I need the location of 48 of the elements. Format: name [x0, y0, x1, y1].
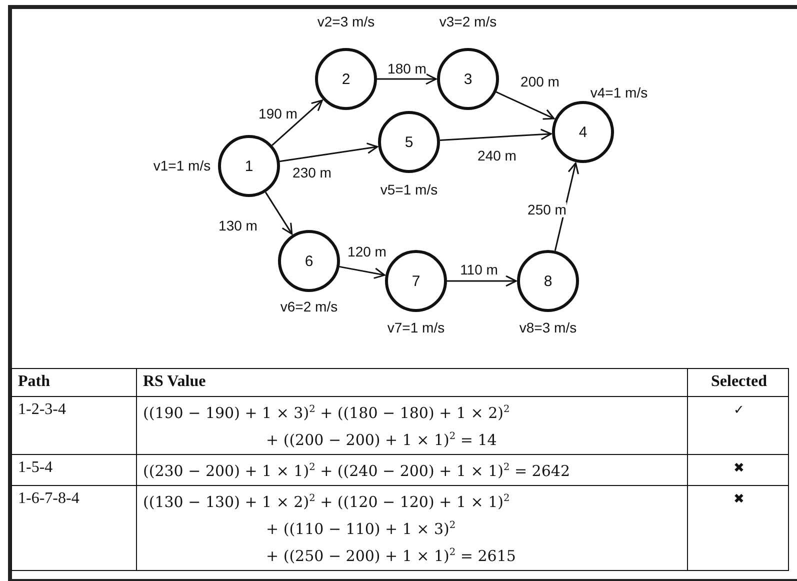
- edge-label: 250 m: [528, 202, 566, 218]
- edge-label: 190 m: [258, 106, 298, 122]
- arrow: [272, 100, 323, 146]
- speed-label: v8=3 m/s: [519, 320, 577, 336]
- speed-label: v2=3 m/s: [317, 14, 375, 30]
- arrow: [440, 128, 552, 141]
- column-header: RS Value: [143, 372, 206, 392]
- arrow: [339, 266, 386, 279]
- column-header: Path: [18, 372, 50, 392]
- arrow: [447, 275, 517, 287]
- speed-label: v4=1 m/s: [590, 85, 648, 101]
- speed-label: v6=2 m/s: [280, 299, 338, 315]
- arrow: [496, 91, 555, 120]
- edge-label: 110 m: [460, 262, 498, 278]
- selection-mark: ✓: [734, 401, 744, 419]
- node-circle: 1: [218, 135, 280, 197]
- speed-label: v5=1 m/s: [380, 182, 438, 198]
- path-label: 1-2-3-4: [18, 400, 66, 420]
- path-label: 1-6-7-8-4: [18, 489, 80, 509]
- edge-label: 230 m: [292, 165, 332, 181]
- edge-label: 240 m: [478, 148, 516, 164]
- speed-label: v7=1 m/s: [387, 320, 445, 336]
- formula: ((130 − 130) + 1 × 2)$^{2}$ + ((120 − 120) + 1 × 1)$^{2}$: [143, 492, 510, 513]
- edge-label: 200 m: [520, 74, 560, 90]
- node-circle: 4: [552, 101, 614, 163]
- node-circle: 6: [278, 230, 340, 292]
- formula: + ((200 − 200) + 1 × 1)$^{2}$ = 14: [265, 430, 497, 451]
- edge-label: 130 m: [218, 218, 258, 234]
- arrow: [377, 73, 437, 85]
- speed-label: v3=2 m/s: [439, 14, 497, 30]
- path-label: 1-5-4: [18, 458, 53, 478]
- node-circle: 2: [315, 48, 377, 110]
- node-circle: 8: [517, 250, 579, 312]
- edge-label: 180 m: [388, 61, 426, 77]
- column-header: Selected: [711, 372, 767, 392]
- formula: + ((250 − 200) + 1 × 1)$^{2}$ = 2615: [265, 546, 516, 567]
- selection-mark: ✖: [734, 490, 744, 508]
- edge-label: 120 m: [348, 244, 386, 260]
- node-circle: 7: [385, 250, 447, 312]
- node-circle: 5: [378, 111, 440, 173]
- node-circle: 3: [437, 48, 499, 110]
- arrow: [280, 142, 378, 162]
- formula: ((230 − 200) + 1 × 1)$^{2}$ + ((240 − 200) + 1 × 1)$^{2}$ = 2642: [143, 461, 570, 482]
- selection-mark: ✖: [734, 459, 744, 477]
- speed-label: v1=1 m/s: [153, 158, 211, 174]
- formula: ((190 − 190) + 1 × 3)$^{2}$ + ((180 − 180) + 1 × 2)$^{2}$: [143, 403, 510, 424]
- formula: + ((110 − 110) + 1 × 3)$^{2}$: [265, 519, 456, 540]
- arrow: [264, 192, 293, 235]
